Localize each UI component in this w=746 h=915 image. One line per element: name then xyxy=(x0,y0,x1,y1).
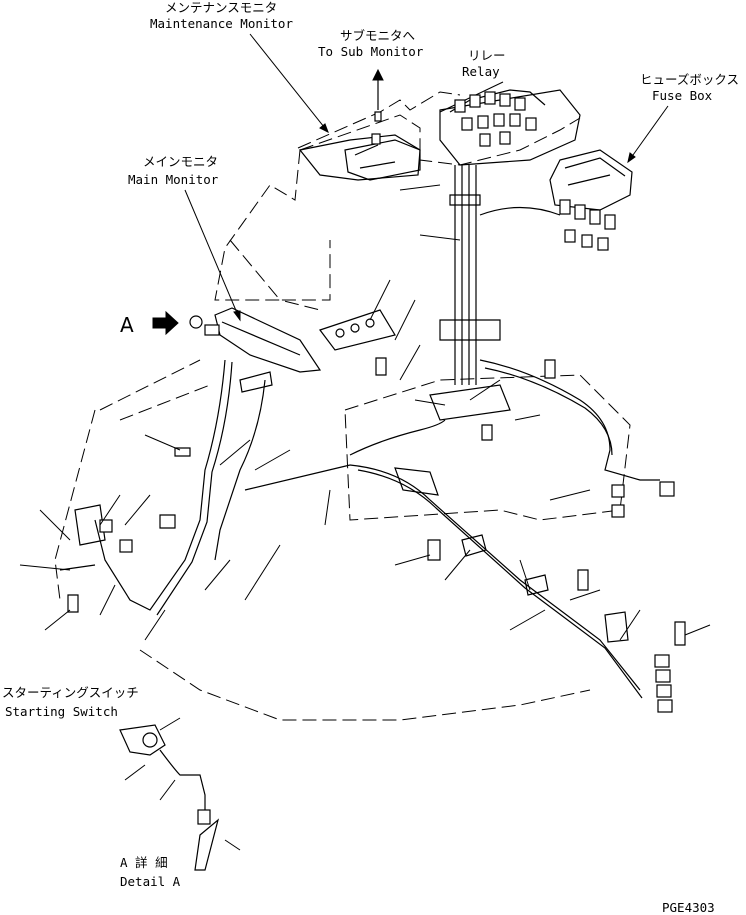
callout-lines xyxy=(19,184,711,641)
leader-lines xyxy=(184,33,669,322)
main-monitor-label: Main Monitor xyxy=(128,172,219,187)
main-monitor-label-jp: メインモニタ xyxy=(143,154,218,169)
maintenance-monitor-label-jp: メンテナンスモニタ xyxy=(165,0,277,15)
maintenance-monitor xyxy=(344,68,421,181)
bolts xyxy=(67,357,686,646)
starting-switch-label-jp: スターティングスイッチ xyxy=(2,685,139,700)
relay-label: Relay xyxy=(462,64,500,79)
maintenance-monitor-label: Maintenance Monitor xyxy=(150,16,293,31)
central-harness xyxy=(439,165,501,385)
drawing-code: PGE4303 xyxy=(662,900,715,915)
sub-monitor-label-jp: サブモニタへ xyxy=(340,28,415,43)
relay-block xyxy=(439,89,581,166)
view-a-arrow-icon xyxy=(152,310,179,336)
left-harness xyxy=(59,359,351,616)
sub-monitor-label: To Sub Monitor xyxy=(318,44,424,59)
fuse-box xyxy=(479,149,633,251)
starting-switch-label: Starting Switch xyxy=(5,704,118,719)
starting-switch-detail xyxy=(119,717,241,871)
floor-plate xyxy=(319,309,631,521)
detail-a-label: Detail A xyxy=(120,874,181,889)
cab-outline xyxy=(54,91,591,721)
fuse-box-label-jp: ヒューズボックス xyxy=(640,72,739,87)
relay-label-jp: リレー xyxy=(468,48,506,63)
detail-a-label-jp: A 詳 細 xyxy=(120,855,168,870)
main-monitor xyxy=(189,307,322,373)
fuse-box-label: Fuse Box xyxy=(652,88,713,103)
floor-harness xyxy=(349,419,673,713)
right-harness xyxy=(479,359,675,518)
view-a-marker-label: A xyxy=(120,313,134,337)
